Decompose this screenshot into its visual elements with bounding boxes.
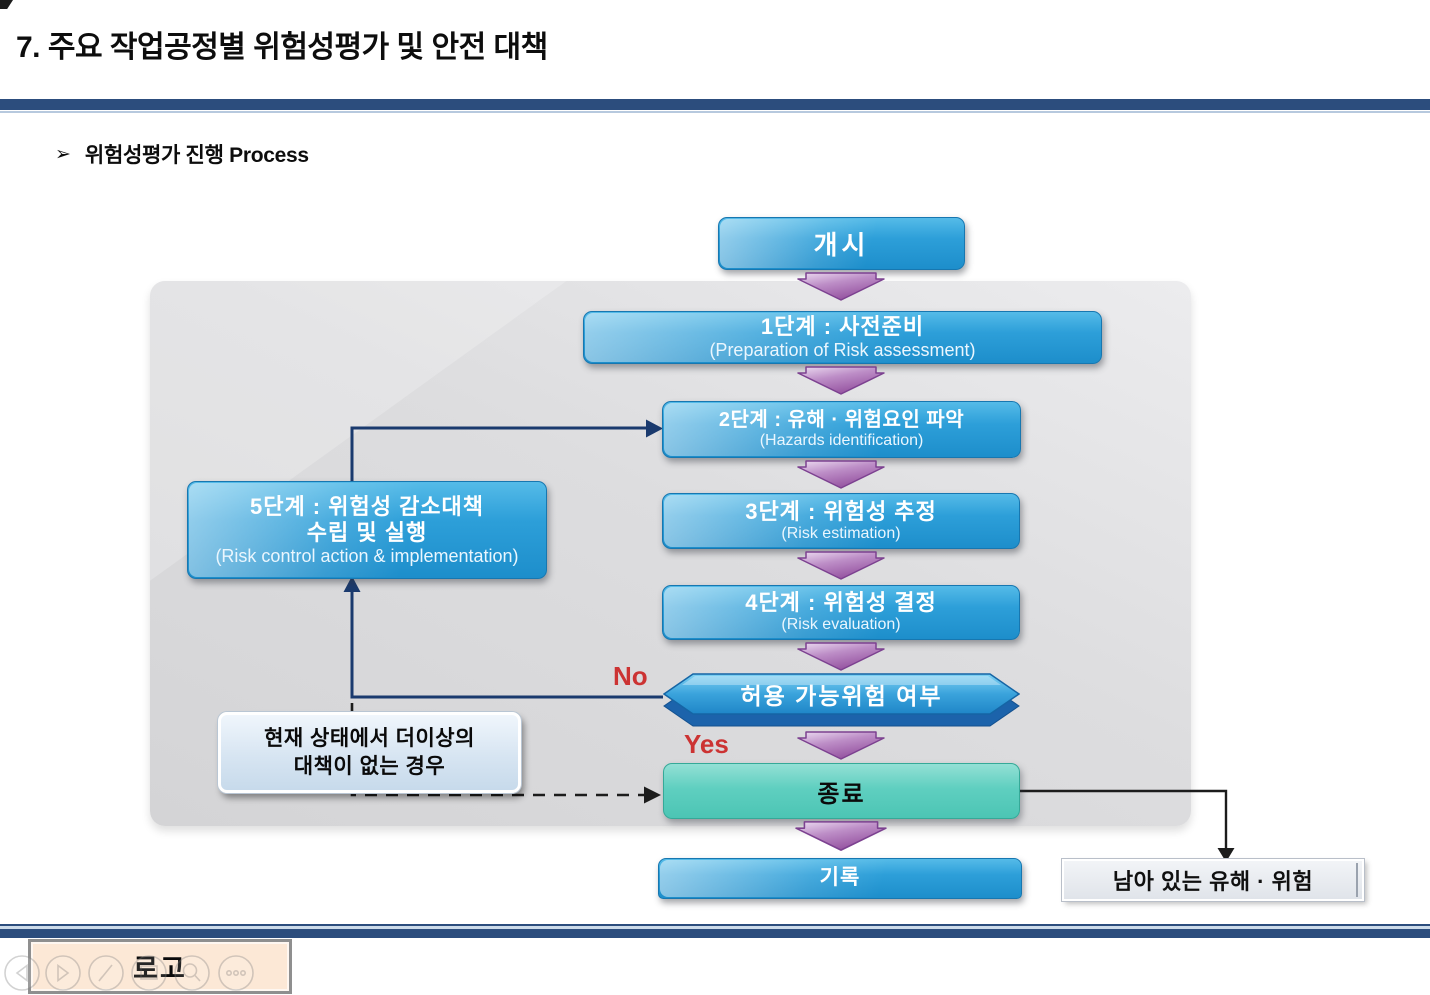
- flow-start-box: 개시: [718, 217, 965, 270]
- no-further-measures-callout: 현재 상태에서 더이상의 대책이 없는 경우: [218, 712, 521, 793]
- flow-step5-box: 5단계 : 위험성 감소대책 수립 및 실행 (Risk control act…: [187, 481, 547, 579]
- flow-step1-title: 1단계 : 사전준비: [760, 314, 925, 340]
- header-divider-bar: [0, 99, 1430, 110]
- flow-record-label: 기록: [819, 866, 861, 890]
- residual-hazard-label: 남아 있는 유해 · 위험: [1112, 869, 1314, 894]
- footer-divider-gap: [0, 926, 1430, 929]
- footer-divider-band: [0, 929, 1430, 938]
- flow-step5-subtitle: (Risk control action & implementation): [215, 545, 519, 566]
- flow-step1-subtitle: (Preparation of Risk assessment): [709, 340, 976, 361]
- prev-slide-button[interactable]: [4, 955, 40, 991]
- flow-arrow-down-icon: [797, 270, 885, 303]
- flow-end-label: 종료: [817, 780, 866, 808]
- screen-corner-artifact: [0, 0, 13, 9]
- flow-arrow-down-icon: [797, 364, 885, 397]
- flow-step4-box: 4단계 : 위험성 결정 (Risk evaluation): [662, 585, 1020, 640]
- zoom-button[interactable]: [174, 955, 210, 991]
- flow-end-box: 종료: [663, 763, 1020, 819]
- flow-arrow-down-icon: [795, 818, 887, 854]
- section-heading: 위험성평가 진행 Process: [84, 144, 309, 167]
- flow-step2-box: 2단계 : 유해 · 위험요인 파악 (Hazards identificati…: [662, 401, 1021, 458]
- flow-step1-box: 1단계 : 사전준비 (Preparation of Risk assessme…: [583, 311, 1102, 364]
- flow-step5-title-line1: 5단계 : 위험성 감소대책: [249, 493, 485, 519]
- flow-step3-box: 3단계 : 위험성 추정 (Risk estimation): [662, 493, 1020, 549]
- flow-record-box: 기록: [658, 858, 1022, 899]
- callout-line2: 대책이 없는 경우: [293, 754, 446, 778]
- flow-arrow-down-icon: [797, 458, 885, 491]
- callout-line1: 현재 상태에서 더이상의: [264, 727, 475, 751]
- flow-step5-title-line2: 수립 및 실행: [306, 519, 428, 545]
- flow-arrow-down-icon: [797, 549, 885, 582]
- decision-yes-label: Yes: [684, 729, 729, 759]
- flow-start-label: 개시: [813, 230, 870, 260]
- flow-step4-subtitle: (Risk evaluation): [781, 616, 901, 634]
- pen-button[interactable]: [88, 955, 124, 991]
- residual-hazard-box: 남아 있는 유해 · 위험: [1062, 859, 1364, 901]
- section-heading-row: ➢ 위험성평가 진행 Process: [55, 139, 309, 169]
- flow-step2-subtitle: (Hazards identification): [759, 432, 924, 450]
- more-options-button[interactable]: [218, 955, 254, 991]
- logo-placeholder-box: 로고: [28, 939, 292, 994]
- header-divider-underline: [0, 111, 1430, 113]
- flow-step3-subtitle: (Risk estimation): [781, 524, 901, 542]
- page-title: 7. 주요 작업공정별 위험성평가 및 안전 대책: [16, 31, 548, 64]
- flow-decision-hexagon: 허용 가능위험 여부: [663, 672, 1020, 728]
- slide-thumbnail-button[interactable]: [131, 955, 167, 991]
- footer-divider-top: [0, 924, 1430, 926]
- arrow-bullet-icon: ➢: [55, 143, 71, 165]
- flow-step3-title: 3단계 : 위험성 추정: [745, 498, 937, 524]
- flow-arrow-down-icon: [797, 729, 885, 762]
- next-slide-button[interactable]: [45, 955, 81, 991]
- presenter-toolbar: [4, 955, 254, 991]
- flow-step2-title: 2단계 : 유해 · 위험요인 파악: [718, 408, 965, 431]
- logo-label: 로고: [133, 947, 187, 986]
- decision-no-label: No: [613, 661, 648, 691]
- flow-decision-label: 허용 가능위험 여부: [740, 683, 943, 709]
- flow-step4-title: 4단계 : 위험성 결정: [745, 590, 937, 616]
- flow-arrow-down-icon: [797, 640, 885, 673]
